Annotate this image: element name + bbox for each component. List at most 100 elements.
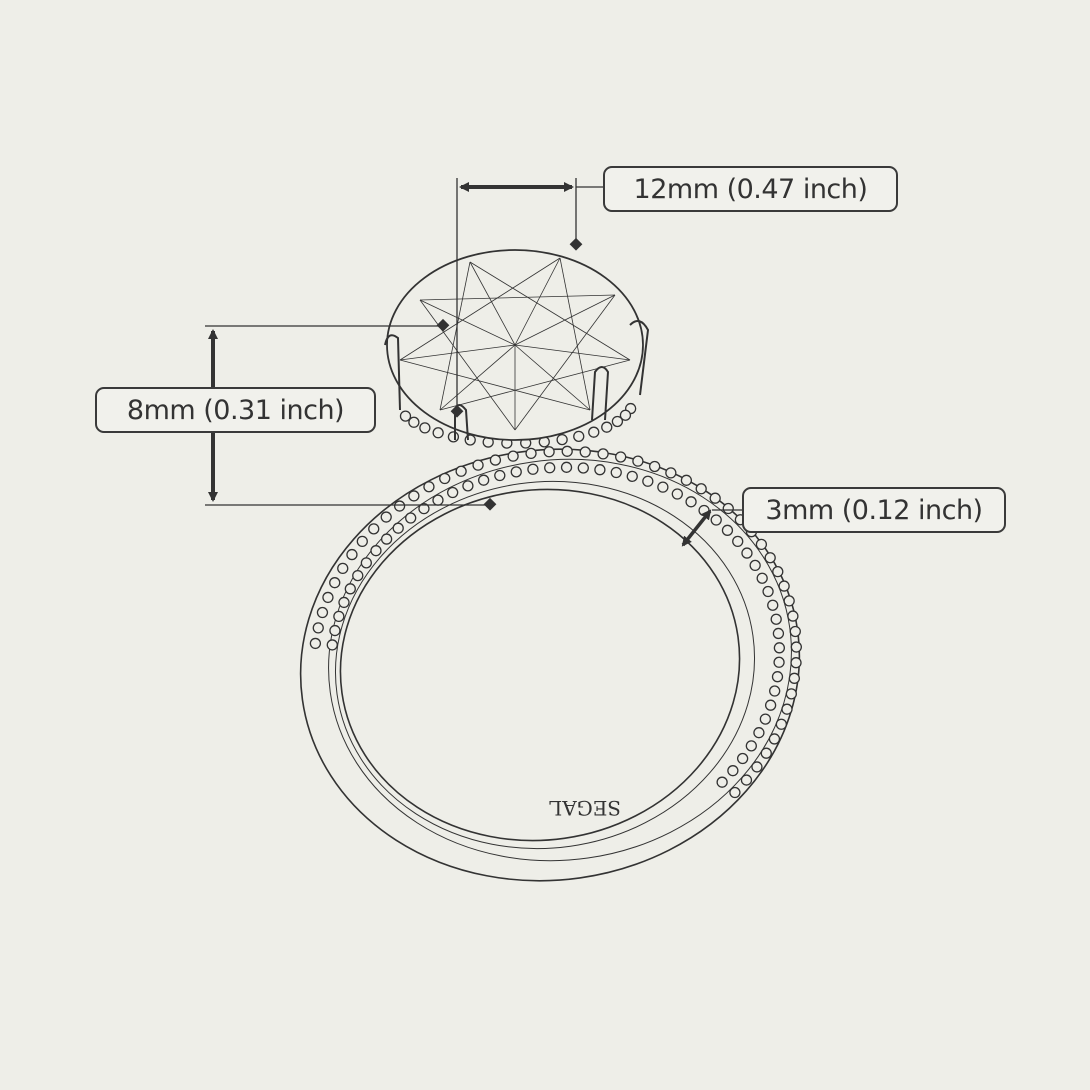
pave-stone (337, 562, 349, 575)
pave-stone (790, 657, 802, 669)
pave-stone (543, 446, 555, 458)
pave-stone (615, 451, 627, 463)
pave-stone (745, 740, 757, 752)
pave-stone (408, 416, 420, 428)
pave-stone (352, 569, 364, 582)
pave-stones (309, 402, 802, 799)
pave-stone (771, 671, 784, 683)
pave-stone (773, 656, 785, 668)
pave-stone (462, 480, 474, 492)
pave-stone (695, 483, 707, 495)
pave-stone (380, 511, 392, 523)
pave-stone (312, 622, 324, 634)
pave-stone (770, 613, 782, 625)
pave-stone (783, 595, 795, 607)
pave-stone (760, 747, 772, 759)
pave-stone (762, 585, 774, 598)
pave-stone (773, 642, 786, 654)
pave-stone (790, 641, 802, 653)
pave-stone (579, 446, 591, 458)
pave-stone (326, 639, 338, 651)
pave-stone (392, 522, 404, 534)
pave-stone (561, 445, 573, 457)
pave-stone (788, 672, 801, 684)
pave-stone (346, 548, 358, 561)
pave-stone (356, 535, 368, 548)
pave-stone (768, 733, 781, 745)
pave-stone (360, 557, 372, 569)
pave-stone (333, 610, 345, 623)
center-stone (384, 249, 650, 441)
pave-stone (455, 465, 467, 477)
pave-stone (344, 583, 356, 595)
pave-stone (671, 488, 683, 500)
pave-stone (759, 713, 772, 725)
pave-stone (775, 718, 788, 730)
pave-stone (338, 596, 350, 609)
pave-stone (510, 466, 522, 478)
pave-stone (380, 533, 393, 545)
pave-stone (767, 599, 779, 611)
pave-stone (772, 627, 785, 640)
pave-stone (626, 470, 638, 482)
pave-stone (573, 430, 585, 443)
pave-stone (309, 637, 322, 650)
pave-stone (716, 776, 728, 788)
pave-stone (597, 448, 609, 460)
pave-stone (740, 774, 753, 786)
pave-stone (727, 765, 739, 777)
pave-stone (722, 502, 734, 515)
pave-stone (680, 474, 693, 486)
pave-stone (781, 703, 793, 715)
height-dimension-label: 8mm (0.31 inch) (95, 387, 376, 433)
pave-stone (432, 427, 444, 439)
pave-stone (657, 481, 669, 493)
pave-stone (329, 577, 341, 589)
pave-stone (710, 514, 722, 526)
pave-stone (709, 492, 721, 504)
pave-stone (729, 786, 741, 799)
pave-stone (544, 462, 556, 474)
pave-stone (577, 462, 589, 474)
pave-stone (778, 580, 790, 592)
pave-stone (322, 591, 334, 604)
pave-stone (787, 610, 799, 622)
pave-stone (393, 500, 406, 512)
pave-stone (769, 685, 781, 697)
pave-stone (405, 512, 417, 524)
pave-stone (432, 494, 444, 506)
pave-stone (478, 474, 490, 486)
pave-stone (494, 469, 506, 482)
pave-stone (423, 481, 435, 493)
pave-stone (368, 523, 380, 535)
pave-stone (755, 538, 768, 551)
dimension-lines (205, 178, 742, 547)
pave-stone (419, 422, 431, 434)
pave-stone (785, 688, 797, 700)
pave-stone (751, 761, 763, 773)
pave-stone (329, 624, 341, 637)
pave-stone (685, 496, 697, 508)
pave-stone (732, 535, 744, 548)
pave-stone (525, 447, 537, 460)
pave-stone (764, 699, 777, 711)
pave-stone (665, 467, 677, 479)
pave-stone (594, 464, 606, 476)
band-width-dimension-label: 3mm (0.12 inch) (742, 487, 1006, 533)
pave-stone (370, 545, 382, 557)
pave-stone (556, 433, 568, 446)
pave-stone (464, 434, 476, 446)
pave-stone (610, 466, 622, 479)
pave-stone (527, 463, 539, 475)
pave-stone (316, 606, 329, 619)
pave-stone (789, 625, 801, 638)
pave-stone (749, 559, 761, 572)
pave-stone (472, 459, 484, 471)
pave-stone (753, 727, 765, 739)
pave-stone (588, 426, 600, 438)
dimension-points (436, 237, 583, 511)
pave-stone (507, 450, 519, 462)
width-dimension-label: 12mm (0.47 inch) (603, 166, 898, 212)
pave-stone (756, 572, 768, 584)
